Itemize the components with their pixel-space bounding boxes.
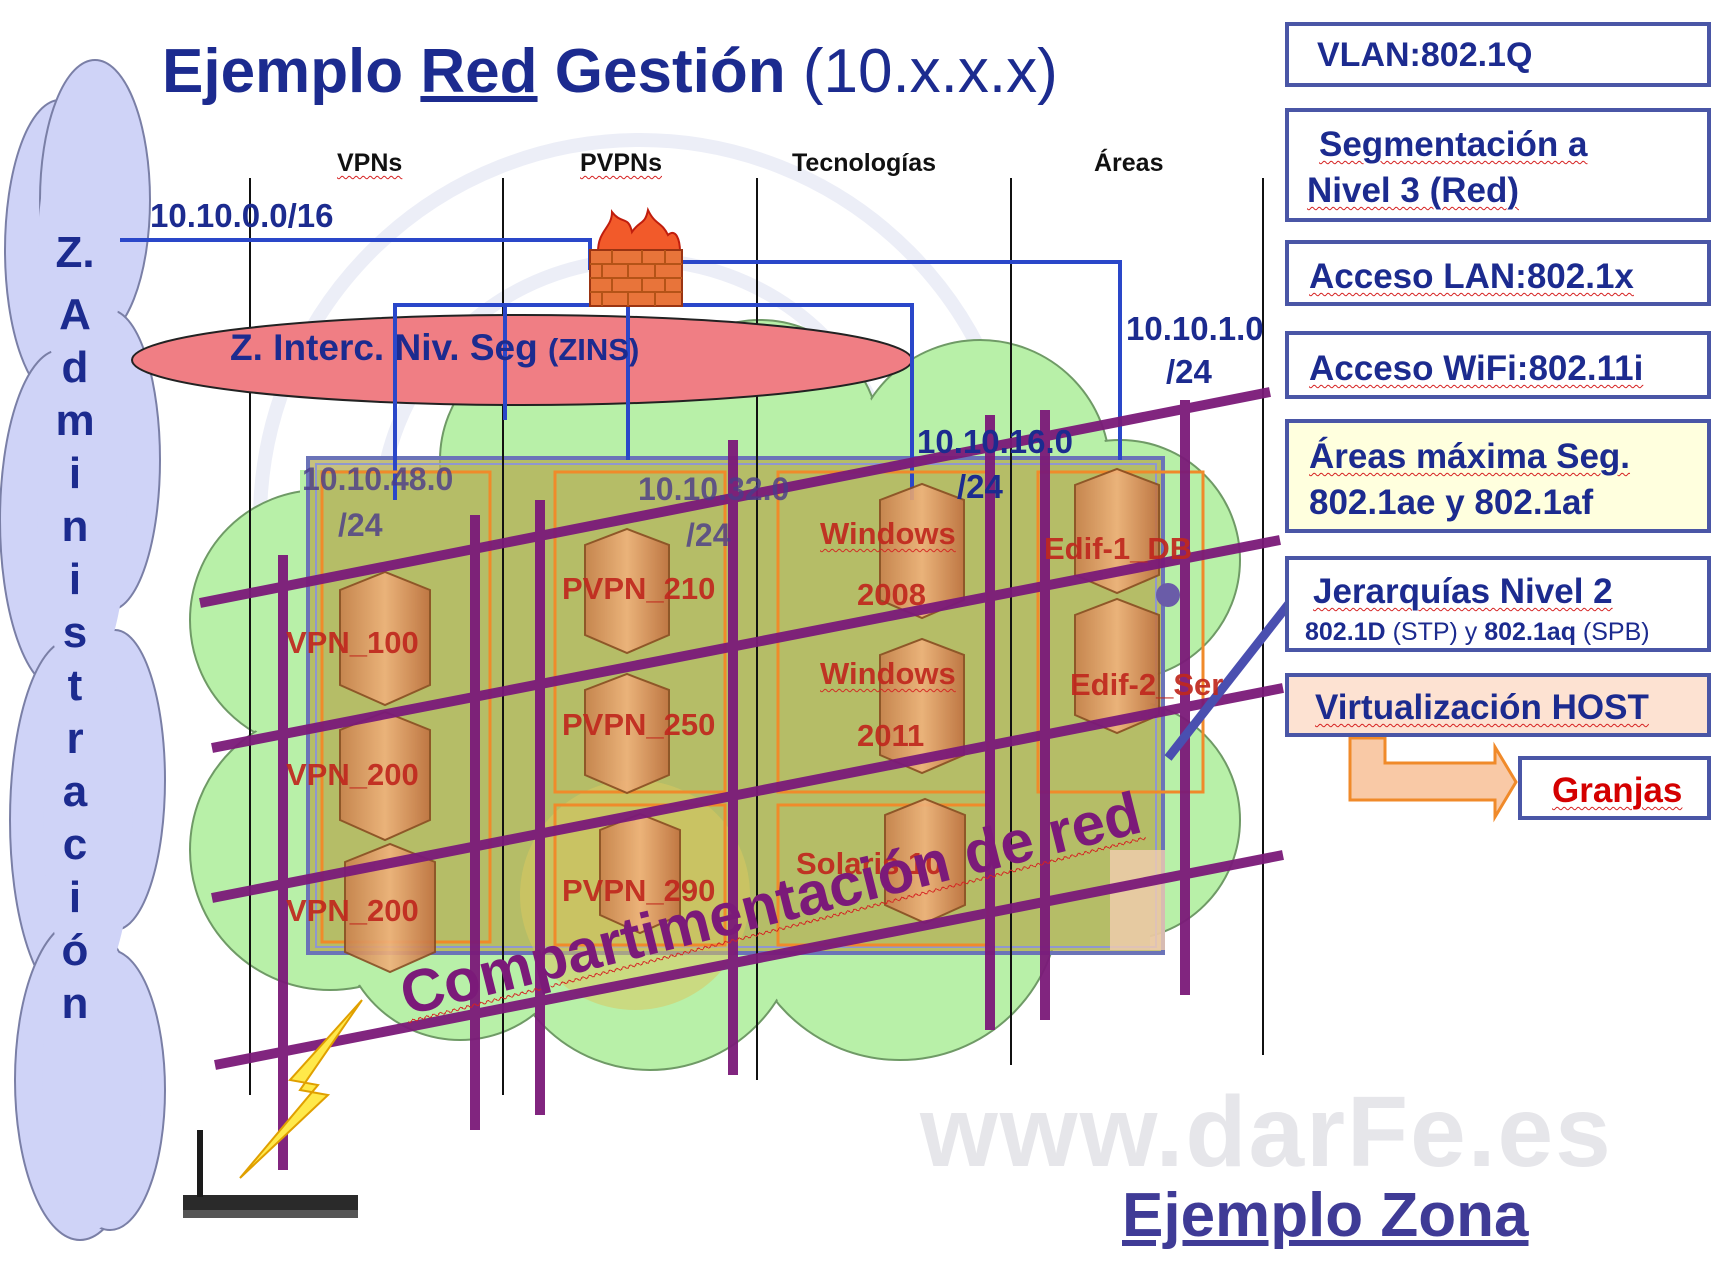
admin-zone-char: A (59, 290, 91, 339)
box-acceso-wifi-text: Acceso WiFi:802.11i (1309, 349, 1644, 388)
network-label-mid: 10.10.16.0 (917, 423, 1073, 460)
title-suffix: (10.x.x.x) (802, 37, 1058, 106)
admin-zone-char: m (55, 396, 95, 445)
box-vlan-text: VLAN:802.1Q (1317, 36, 1533, 74)
admin-zone-char: a (62, 767, 88, 816)
server-label-vpn: VPN_200 (286, 893, 419, 928)
box-virtualizacion: Virtualización HOST (1285, 673, 1711, 737)
admin-zone-char: ó (61, 926, 89, 975)
zins-label-main: Z. Interc. Niv. Seg (230, 327, 538, 368)
ejemplo-zona-label: Ejemplo Zona (1122, 1181, 1529, 1250)
box-jerarquias-802-1aq: 802.1aq (1484, 618, 1576, 646)
lightning-icon (239, 999, 363, 1179)
admin-zone-char: r (66, 714, 84, 763)
box-acceso-wifi: Acceso WiFi:802.11i (1285, 331, 1711, 399)
granjas-arrow (1348, 736, 1518, 823)
watermark-text: www.darFe.es (920, 1076, 1613, 1188)
admin-zone-char: Z. (55, 228, 95, 277)
box-granjas: Granjas (1518, 756, 1711, 820)
server-label-pvpn: PVPN_250 (562, 707, 716, 742)
admin-zone-char: i (68, 873, 82, 922)
page-title: Ejemplo Red Gestión (10.x.x.x) (162, 36, 1058, 107)
network-label-right: 10.10.1.0 (1126, 310, 1264, 347)
server-label-tech: 2008 (857, 577, 926, 612)
title-underlined: Red (420, 37, 538, 106)
box-granjas-text: Granjas (1552, 771, 1683, 810)
admin-zone-char: s (62, 608, 88, 657)
admin-zone-char: t (67, 661, 83, 710)
box-segmentacion: Segmentación a Nivel 3 (Red) (1285, 108, 1711, 222)
compartment-bars (199, 387, 1284, 1170)
title-pre: Ejemplo (162, 37, 404, 106)
server-label-vpn: VPN_100 (286, 625, 419, 660)
column-header-vpns: VPNs (337, 149, 403, 177)
admin-zone-char: n (61, 502, 89, 551)
box-jerarquias-stp: (STP) y (1385, 618, 1485, 646)
server-label-vpn: VPN_200 (286, 757, 419, 792)
zins-label-small: (ZINS) (548, 332, 640, 367)
box-areas-seg: Áreas máxima Seg. 802.1ae y 802.1af (1285, 419, 1711, 533)
router-icon (183, 1130, 358, 1218)
server-label-tech: Windows (820, 516, 956, 551)
network-label-pvpn: 10.10.32.0 (638, 471, 790, 507)
server-label-area: Edif-2_Ser (1070, 667, 1224, 702)
column-header-tecnologias: Tecnologías (792, 149, 937, 177)
server-label-tech: Windows (820, 656, 956, 691)
network-label-top: 10.10.0.0/16 (150, 197, 334, 234)
server-label-area: Edif-1_DB (1044, 531, 1193, 566)
firewall-icon (589, 206, 683, 307)
admin-zone-char: c (62, 820, 88, 869)
server-label-tech: Solaris 10 (796, 846, 943, 881)
box-jerarquias: Jerarquías Nivel 2 802.1D (STP) y 802.1aq… (1285, 556, 1711, 652)
server-label-pvpn: PVPN_210 (562, 571, 716, 606)
network-label-right-mask: /24 (1166, 353, 1212, 390)
column-header-pvpns: PVPNs (580, 149, 662, 177)
server-icons (339, 467, 1160, 974)
box-jerarquias-line1: Jerarquías Nivel 2 (1313, 572, 1613, 611)
box-jerarquias-line2: 802.1D (STP) y 802.1aq (SPB) (1305, 618, 1707, 647)
network-label-pvpn-mask: /24 (686, 517, 731, 553)
network-links (120, 238, 1122, 500)
server-label-tech: 2011 (857, 718, 925, 753)
box-segmentacion-line1: Segmentación a (1319, 125, 1588, 164)
box-jerarquias-802-1d: 802.1D (1305, 618, 1386, 646)
box-acceso-lan: Acceso LAN:802.1x (1285, 240, 1711, 306)
server-label-pvpn: PVPN_290 (562, 873, 716, 908)
box-jerarquias-spb: (SPB) (1575, 618, 1650, 646)
admin-zone-char: n (61, 979, 89, 1028)
box-areas-seg-line2: 802.1ae y 802.1af (1309, 483, 1594, 522)
network-label-mid-mask: /24 (957, 468, 1003, 505)
title-post: Gestión (554, 37, 786, 106)
box-vlan: VLAN:802.1Q (1285, 22, 1711, 87)
admin-zone-char: i (68, 555, 82, 604)
column-header-areas: Áreas (1094, 149, 1164, 177)
zins-label: Z. Interc. Niv. Seg (ZINS) (230, 327, 639, 369)
admin-zone-char: d (61, 343, 89, 392)
network-label-vpn: 10.10.48.0 (302, 461, 454, 497)
box-areas-seg-line1: Áreas máxima Seg. (1309, 437, 1631, 476)
box-acceso-lan-text: Acceso LAN:802.1x (1309, 257, 1634, 296)
box-segmentacion-line2: Nivel 3 (Red) (1307, 171, 1519, 210)
network-label-vpn-mask: /24 (338, 507, 383, 543)
box-virtualizacion-text: Virtualización HOST (1315, 688, 1649, 727)
admin-zone-char: i (68, 449, 82, 498)
